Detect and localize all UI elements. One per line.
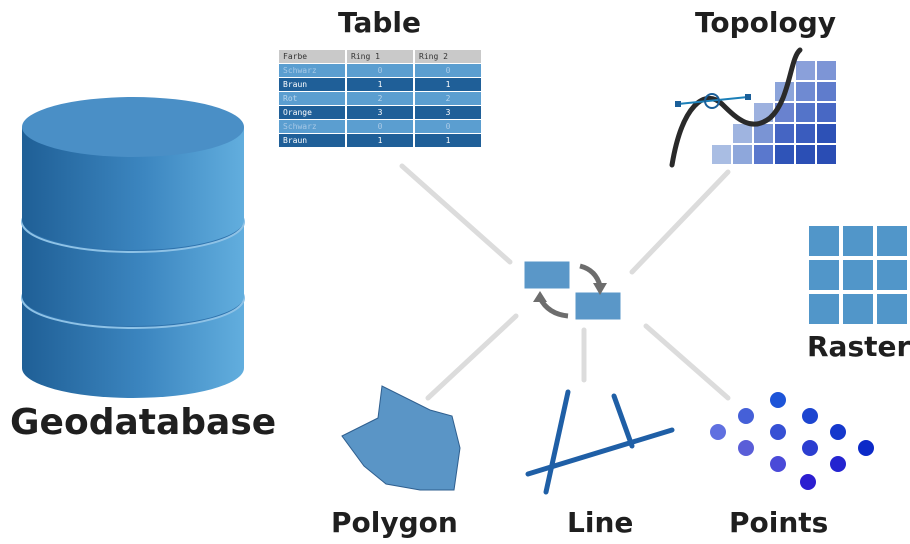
table-cell: 2 xyxy=(345,92,413,105)
table-row: Orange 3 3 xyxy=(279,106,481,119)
sync-icon xyxy=(523,260,622,321)
raster-label: Raster xyxy=(807,330,910,363)
table-header-cell: Farbe xyxy=(279,50,345,63)
points-label: Points xyxy=(729,506,829,539)
table-row: Schwarz 0 0 xyxy=(279,64,481,77)
table-header-cell: Ring 2 xyxy=(413,50,481,63)
table-cell: 0 xyxy=(345,120,413,133)
table-cell: 1 xyxy=(345,134,413,147)
attribute-table: Farbe Ring 1 Ring 2 Schwarz 0 0 Braun 1 … xyxy=(279,49,481,148)
geodatabase-label: Geodatabase xyxy=(10,402,277,443)
connector-lines xyxy=(399,163,731,401)
line-label: Line xyxy=(567,506,634,539)
topology-icon xyxy=(669,47,836,168)
points-icon xyxy=(710,392,874,490)
table-cell: 0 xyxy=(413,120,481,133)
geodatabase-cylinder-icon xyxy=(21,97,245,398)
table-cell: 3 xyxy=(413,106,481,119)
table-cell: Braun xyxy=(283,136,308,145)
table-row: Braun 1 1 xyxy=(279,78,481,91)
table-cell: 0 xyxy=(345,64,413,77)
table-row: Braun 1 1 xyxy=(279,134,481,147)
table-row: Rot 2 2 xyxy=(279,92,481,105)
table-header-row: Farbe Ring 1 Ring 2 xyxy=(279,50,481,63)
table-cell: Rot xyxy=(283,94,298,103)
connector-polygon xyxy=(425,313,519,401)
connector-points xyxy=(643,323,731,401)
table-cell: Braun xyxy=(283,80,308,89)
table-cell: 1 xyxy=(345,78,413,91)
raster-icon xyxy=(809,226,907,324)
connector-topology xyxy=(629,169,731,275)
table-cell: Schwarz xyxy=(283,66,317,75)
polygon-icon xyxy=(341,385,461,491)
table-cell: 3 xyxy=(345,106,413,119)
table-cell: 2 xyxy=(413,92,481,105)
table-label: Table xyxy=(338,6,422,39)
topology-label: Topology xyxy=(695,6,837,39)
table-cell: 1 xyxy=(413,134,481,147)
table-cell: Orange xyxy=(283,108,312,117)
polygon-label: Polygon xyxy=(331,506,458,539)
table-header-cell: Ring 1 xyxy=(345,50,413,63)
line-icon xyxy=(525,389,675,495)
table-cell: Schwarz xyxy=(283,122,317,131)
connector-table xyxy=(399,163,513,265)
table-row: Schwarz 0 0 xyxy=(279,120,481,133)
table-cell: 0 xyxy=(413,64,481,77)
table-cell: 1 xyxy=(413,78,481,91)
